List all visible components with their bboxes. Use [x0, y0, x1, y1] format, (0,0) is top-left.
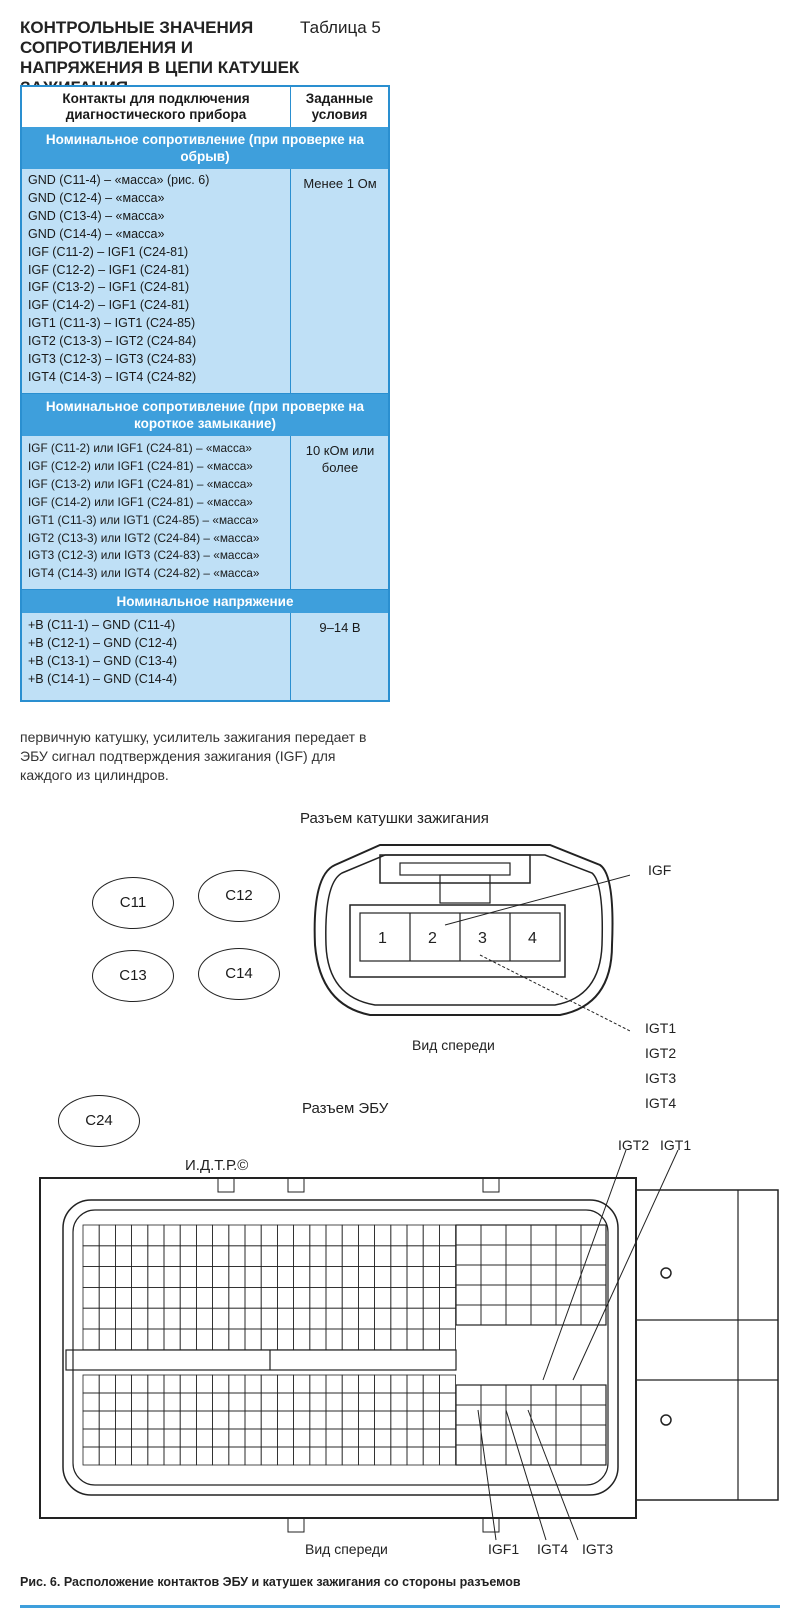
connector-c13-oval: C13	[92, 950, 174, 1002]
section-rows-short-circuit: IGF (C11-2) или IGF1 (C24-81) – «масса» …	[28, 440, 259, 583]
condition-voltage: 9–14 В	[319, 620, 361, 635]
table-row: IGF (C13-2) – IGF1 (C24-81)	[28, 280, 190, 295]
igf-label: IGF	[648, 862, 672, 878]
ecu-igt4-label: IGT4	[537, 1541, 569, 1557]
table-row: IGF (C12-2) или IGF1 (C24-81) – «масса»	[28, 458, 253, 473]
coil-connector-drawing	[313, 844, 630, 1032]
figure-caption: Рис. 6. Расположение контактов ЭБУ и кат…	[20, 1575, 521, 1589]
connector-c11-oval: C11	[92, 877, 174, 929]
table-row: GND (C12-4) – «масса»	[28, 190, 165, 205]
front-view-label-ecu: Вид спереди	[305, 1541, 388, 1557]
table-row: GND (C14-4) – «масса»	[28, 226, 165, 241]
watermark: И.Д.Т.Р.©	[185, 1157, 249, 1174]
table-row: +B (C12-1) – GND (C12-4)	[28, 635, 177, 650]
connector-c24-oval: C24	[58, 1095, 140, 1147]
table-row: IGF (C11-2) – IGF1 (C24-81)	[28, 244, 189, 259]
igt1-label: IGT1	[645, 1020, 677, 1036]
ecu-igt2-label: IGT2	[618, 1137, 650, 1153]
bottom-rule	[20, 1605, 780, 1608]
connector-c12-oval: C12	[198, 870, 280, 922]
igt4-label: IGT4	[645, 1095, 677, 1111]
body-paragraph: первичную катушку, усилитель зажигания п…	[20, 729, 367, 783]
table-row: GND (C13-4) – «масса»	[28, 208, 165, 223]
table-row: IGF (C12-2) – IGF1 (C24-81)	[28, 262, 190, 277]
resistance-voltage-table: Контакты для подключения диагностическог…	[20, 85, 390, 702]
table-row: IGF (C14-2) – IGF1 (C24-81)	[28, 298, 190, 313]
table-row: IGF (C14-2) или IGF1 (C24-81) – «масса»	[28, 494, 253, 509]
table-row: IGT3 (C12-3) или IGT3 (C24-83) – «масса»	[28, 548, 260, 563]
pin-1-label: 1	[378, 930, 387, 947]
ecu-connector-title: Разъем ЭБУ	[302, 1100, 389, 1117]
table-row: IGT3 (C12-3) – IGT3 (C24-83)	[28, 352, 197, 367]
ecu-connector-drawing	[39, 1150, 779, 1541]
table-row: IGT2 (C13-3) – IGT2 (C24-84)	[28, 334, 197, 349]
table-row: IGT4 (C14-3) или IGT4 (C24-82) – «масса»	[28, 566, 260, 581]
pin-2-label: 2	[428, 930, 437, 947]
table-row: IGT2 (C13-3) или IGT2 (C24-84) – «масса»	[28, 530, 260, 545]
table-row: IGF (C13-2) или IGF1 (C24-81) – «масса»	[28, 476, 253, 491]
table-number: Таблица 5	[300, 18, 381, 37]
pin-4-label: 4	[528, 930, 537, 947]
table-row: +B (C13-1) – GND (C13-4)	[28, 653, 177, 668]
ecu-igf1-label: IGF1	[488, 1541, 520, 1557]
ecu-igt1-label: IGT1	[660, 1137, 692, 1153]
table-row: +B (C11-1) – GND (C11-4)	[28, 618, 176, 632]
table-row: +B (C14-1) – GND (C14-4)	[28, 671, 177, 686]
col2-header: Заданные условия	[291, 87, 388, 127]
table-row: GND (C11-4) – «масса» (рис. 6)	[28, 173, 210, 187]
section-title-short-circuit: Номинальное сопротивление (при проверке …	[22, 394, 388, 436]
igt3-label: IGT3	[645, 1070, 677, 1086]
condition-short-circuit: 10 кОм или более	[305, 443, 375, 475]
section-title-voltage: Номинальное напряжение	[22, 590, 388, 613]
table-row: IGF (C11-2) или IGF1 (C24-81) – «масса»	[28, 441, 252, 455]
coil-connector-title: Разъем катушки зажигания	[300, 810, 489, 827]
connector-c14-oval: C14	[198, 948, 280, 1000]
table-row: IGT1 (C11-3) или IGT1 (C24-85) – «масса»	[28, 512, 259, 527]
ecu-igt3-label: IGT3	[582, 1541, 614, 1557]
col1-header: Контакты для подключения диагностическог…	[22, 87, 290, 127]
condition-open-circuit: Менее 1 Ом	[303, 176, 377, 191]
section-rows-open-circuit: GND (C11-4) – «масса» (рис. 6) GND (C12-…	[28, 172, 209, 387]
table-row: IGT1 (C11-3) – IGT1 (C24-85)	[28, 316, 196, 331]
pin-3-label: 3	[478, 930, 487, 947]
section-rows-voltage: +B (C11-1) – GND (C11-4) +B (C12-1) – GN…	[28, 617, 177, 689]
igt2-label: IGT2	[645, 1045, 677, 1061]
section-title-open-circuit: Номинальное сопротивление (при проверке …	[22, 127, 388, 169]
front-view-label-coil: Вид спереди	[412, 1037, 495, 1053]
table-row: IGT4 (C14-3) – IGT4 (C24-82)	[28, 369, 197, 384]
